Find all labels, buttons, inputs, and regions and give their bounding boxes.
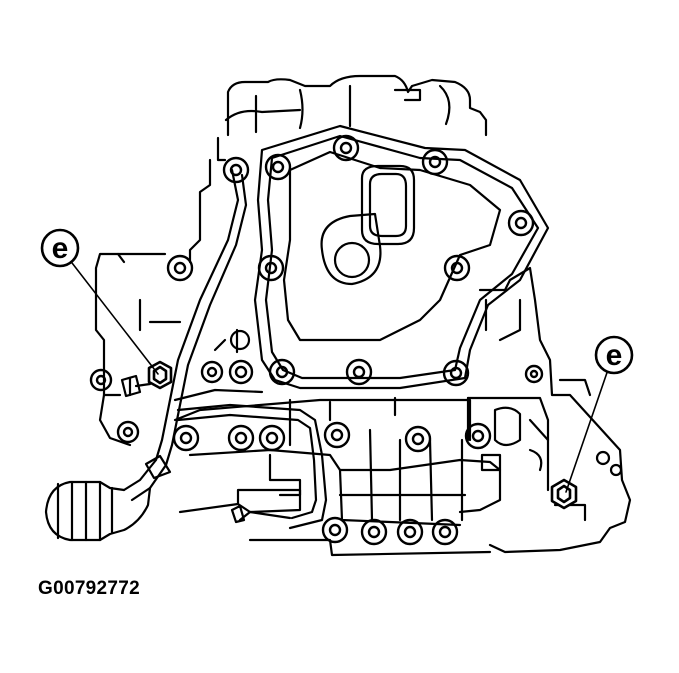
bolt	[222, 156, 250, 184]
bolt	[89, 368, 113, 392]
bolt	[116, 420, 140, 444]
bolt	[166, 254, 194, 282]
bolt	[332, 134, 360, 162]
gasket-plate	[253, 124, 550, 390]
bolt	[507, 209, 535, 237]
bolt	[524, 364, 544, 384]
bolt	[258, 424, 286, 452]
leader-line-left	[61, 249, 159, 375]
bolt	[268, 358, 296, 386]
callout-label-left: e	[52, 232, 69, 265]
bolt	[172, 424, 200, 452]
bolt	[323, 421, 351, 449]
bolt	[264, 153, 292, 181]
leader-line-right	[565, 357, 613, 493]
bolt	[396, 518, 424, 546]
bolt	[443, 254, 471, 282]
wiring-harness	[120, 168, 328, 530]
bolt	[421, 148, 449, 176]
bolt	[257, 254, 285, 282]
bolt	[431, 518, 459, 546]
bolt	[464, 422, 492, 450]
callout-bolt-right	[550, 478, 578, 510]
figure-id: G00792772	[38, 578, 141, 599]
bolt	[321, 516, 349, 544]
bolt	[345, 358, 373, 386]
top-solenoid-housing	[224, 74, 488, 137]
bolt	[404, 425, 432, 453]
lower-valve-body	[173, 396, 502, 557]
bolt	[227, 424, 255, 452]
bolt	[228, 359, 254, 385]
callout-label-right: e	[606, 339, 623, 372]
bolts	[89, 134, 544, 546]
callout-circle-right	[594, 335, 634, 375]
harness-connector	[44, 480, 152, 542]
left-casting	[94, 136, 227, 447]
bolt	[200, 360, 224, 384]
bolt	[442, 359, 470, 387]
right-casting	[466, 266, 632, 554]
bolt	[360, 518, 388, 546]
callout-circle-left	[40, 228, 80, 268]
